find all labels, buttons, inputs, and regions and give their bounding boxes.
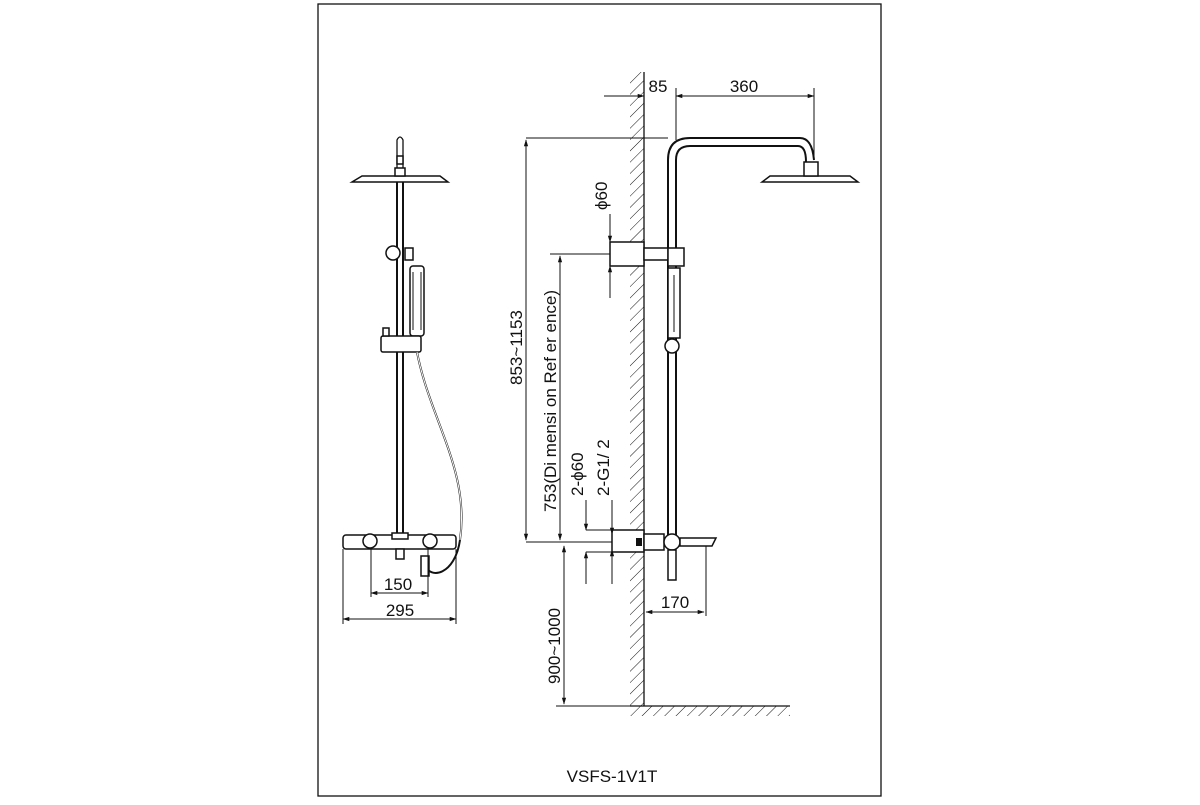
dim-853-1153: 853~1153 (507, 310, 526, 385)
front-view: 150 295 (342, 136, 463, 624)
dim-753-reference: 753(Di mensi on Ref er ence) (541, 290, 560, 512)
dim-2-g1-2: 2-G1/ 2 (594, 439, 613, 496)
front-shower-head (349, 175, 451, 183)
dim-170: 170 (661, 593, 689, 612)
dim-295: 295 (386, 601, 414, 620)
side-view: 85 360 ϕ60 853~1153 753(Di mensi on Ref … (507, 72, 861, 716)
side-shower-head (759, 175, 861, 183)
dim-85: 85 (649, 77, 668, 96)
dim-900-1000: 900~1000 (545, 608, 564, 684)
model-label: VSFS-1V1T (567, 767, 658, 786)
floor (630, 706, 790, 716)
dim-150: 150 (384, 575, 412, 594)
front-hand-shower (409, 265, 425, 337)
wall (630, 72, 644, 706)
dim-2-phi60: 2-ϕ60 (568, 452, 587, 496)
dim-phi60-top: ϕ60 (592, 182, 611, 210)
drawing-frame (317, 3, 882, 797)
dim-360: 360 (730, 77, 758, 96)
